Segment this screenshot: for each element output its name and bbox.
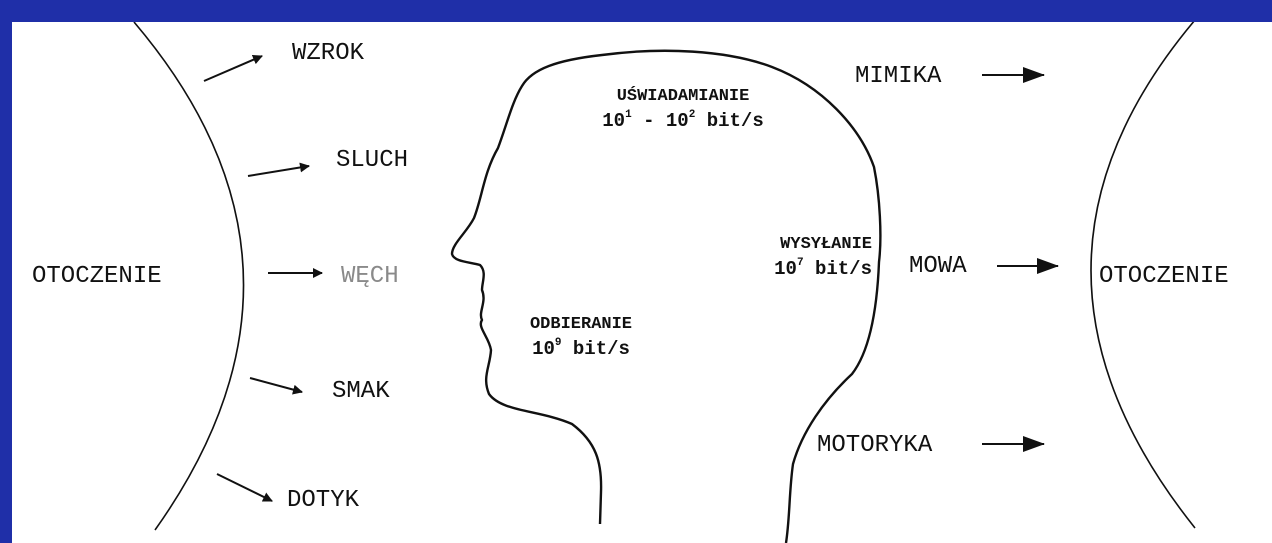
sending-rate: 107 bit/s [722, 257, 872, 283]
sending-block: WYSYŁANIE 107 bit/s [722, 234, 872, 283]
arrow-sluch [248, 166, 309, 176]
receiving-title: ODBIERANIE [496, 314, 666, 337]
receiving-rate: 109 bit/s [496, 337, 666, 363]
output-label-mowa: MOWA [909, 255, 967, 279]
receiving-block: ODBIERANIE 109 bit/s [496, 314, 666, 363]
output-label-motoryka: MOTORYKA [817, 434, 932, 458]
awareness-block: UŚWIADAMIANIE 101 - 102 bit/s [558, 86, 808, 135]
input-label-wzrok: WZROK [292, 42, 364, 66]
awareness-title: UŚWIADAMIANIE [558, 86, 808, 109]
environment-left-label: OTOCZENIE [32, 265, 162, 289]
diagram-canvas: OTOCZENIE WZROK SLUCH WĘCH SMAK DOTYK MI… [12, 22, 1272, 543]
output-label-mimika: MIMIKA [855, 65, 941, 89]
awareness-rate: 101 - 102 bit/s [558, 109, 808, 135]
input-label-wech: WĘCH [341, 265, 399, 289]
arrow-wzrok [204, 56, 262, 81]
arrow-dotyk [217, 474, 272, 501]
arrow-smak [250, 378, 302, 392]
input-label-smak: SMAK [332, 380, 390, 404]
environment-right-label: OTOCZENIE [1099, 265, 1229, 289]
sending-title: WYSYŁANIE [722, 234, 872, 257]
input-label-dotyk: DOTYK [287, 489, 359, 513]
input-label-sluch: SLUCH [336, 149, 408, 173]
